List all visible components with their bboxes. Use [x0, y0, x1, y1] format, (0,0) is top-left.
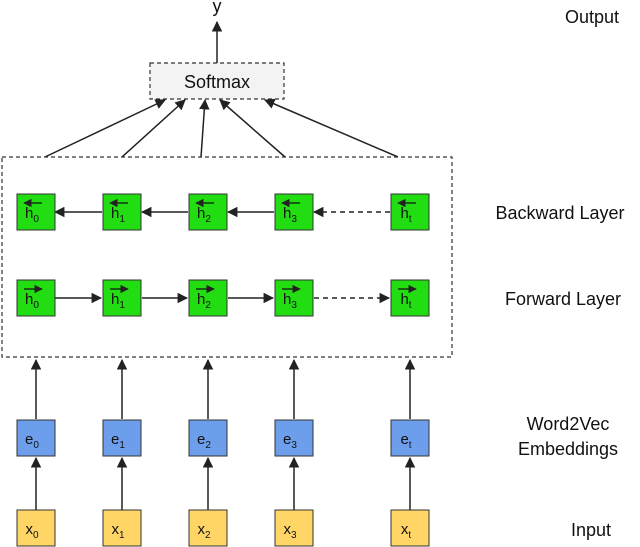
- label-input: Input: [571, 520, 611, 540]
- input-node-t: xt: [390, 509, 430, 547]
- embedding-node-box: [16, 419, 56, 457]
- forward-node-label: ht: [400, 291, 411, 311]
- backward-node-t: ht: [390, 193, 430, 231]
- backward-node-1: h1: [102, 193, 142, 231]
- input-node-label: x3: [283, 521, 297, 541]
- forward-node-2: h2: [188, 279, 228, 317]
- forward-node-label: h2: [197, 291, 211, 311]
- forward-node-1: h1: [102, 279, 142, 317]
- backward-node-box: [16, 193, 56, 231]
- input-node-label: x2: [197, 521, 211, 541]
- label-backward-layer: Backward Layer: [495, 203, 624, 223]
- bilstm-container: [1, 156, 453, 358]
- embedding-node-0: e0: [16, 419, 56, 457]
- embedding-node-label: e3: [283, 431, 297, 451]
- label-output: Output: [565, 7, 619, 27]
- forward-node-label: h3: [283, 291, 297, 311]
- backward-node-2: h2: [188, 193, 228, 231]
- backward-node-label: h3: [283, 205, 297, 225]
- softmax-arrow-0: [44, 99, 166, 158]
- softmax-input-arrows: [44, 98, 399, 158]
- label-embeddings: Embeddings: [518, 439, 618, 459]
- input-node-box: [16, 509, 56, 547]
- softmax-arrow-3: [219, 99, 286, 158]
- input-node-box: [102, 509, 142, 547]
- embedding-node-label: e1: [111, 431, 125, 451]
- embedding-node-box: [102, 419, 142, 457]
- label-forward-layer: Forward Layer: [505, 289, 621, 309]
- embedding-node-box: [390, 419, 430, 457]
- backward-node-3: h3: [274, 193, 314, 231]
- input-node-0: x0: [16, 509, 56, 547]
- softmax-label: Softmax: [184, 72, 250, 92]
- input-node-2: x2: [188, 509, 228, 547]
- embedding-node-box: [188, 419, 228, 457]
- embedding-to-bilstm-arrows: [30, 358, 416, 419]
- softmax-arrow-4: [264, 98, 399, 158]
- input-node-1: x1: [102, 509, 142, 547]
- forward-node-label: h1: [111, 291, 125, 311]
- input-node-label: x0: [25, 521, 39, 541]
- input-node-box: [188, 509, 228, 547]
- embedding-node-1: e1: [102, 419, 142, 457]
- embedding-node-t: et: [390, 419, 430, 457]
- label-word2vec: Word2Vec: [527, 414, 610, 434]
- input-node-label: xt: [401, 521, 412, 541]
- input-node-3: x3: [274, 509, 314, 547]
- input-node-box: [390, 509, 430, 547]
- backward-node-label: h1: [111, 205, 125, 225]
- input-node-box: [274, 509, 314, 547]
- output-symbol: y: [213, 0, 222, 16]
- embedding-node-box: [274, 419, 314, 457]
- softmax-arrow-2: [199, 98, 210, 158]
- forward-node-0: h0: [16, 279, 56, 317]
- softmax-arrow-1: [121, 99, 186, 158]
- backward-node-label: h2: [197, 205, 211, 225]
- backward-node-label: h0: [25, 205, 39, 225]
- nodes: h0 h1 h2 h3 ht h0 h1 h2 h3 ht e0 e1 e2 e3 et x0 x1 x2 x3 xt: [16, 193, 430, 547]
- input-node-label: x1: [111, 521, 125, 541]
- embedding-node-2: e2: [188, 419, 228, 457]
- embedding-node-label: e2: [197, 431, 211, 451]
- forward-node-t: ht: [390, 279, 430, 317]
- embedding-node-3: e3: [274, 419, 314, 457]
- backward-node-label: ht: [400, 205, 411, 225]
- forward-node-3: h3: [274, 279, 314, 317]
- backward-node-0: h0: [16, 193, 56, 231]
- embedding-node-label: et: [400, 431, 411, 451]
- forward-node-label: h0: [25, 291, 39, 311]
- embedding-node-label: e0: [25, 431, 39, 451]
- input-to-embedding-arrows: [30, 456, 416, 512]
- softmax-node: Softmax: [149, 62, 285, 100]
